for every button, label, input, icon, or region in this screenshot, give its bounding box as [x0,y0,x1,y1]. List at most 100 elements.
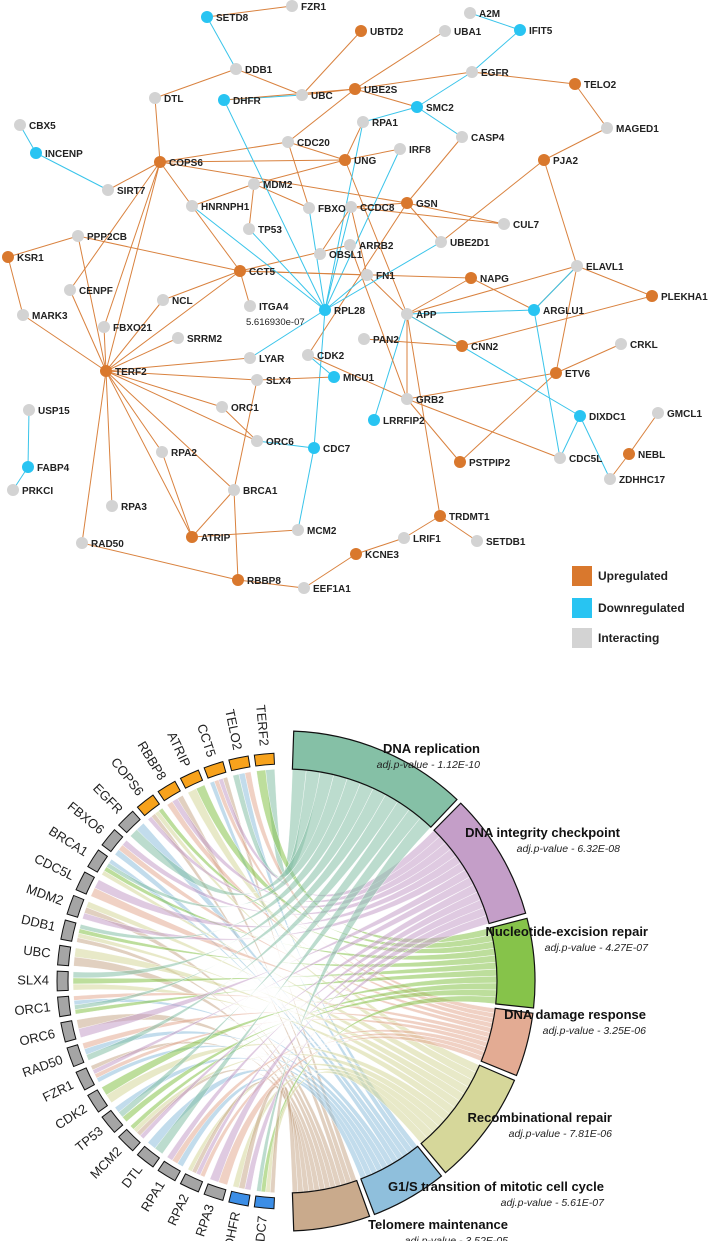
term-label-g1-s-transition-of-mitotic-cell-cycle: G1/S transition of mitotic cell cycle [388,1179,604,1194]
node-itga4: ITGA4 [244,300,289,313]
node-label-fbxo6: FBXO6 [318,204,352,215]
node-marker-incenp [30,147,42,159]
node-label-cnn2: CNN2 [471,342,499,353]
gene-arc-orc6 [60,1020,77,1043]
gene-label-dhfr: DHFR [221,1210,243,1241]
edge-ifit5-a2m [469,12,521,31]
node-rpa3: RPA3 [106,500,147,513]
edge-atrip-mcm2 [191,529,299,538]
node-gmcl1: GMCL1 [652,407,702,420]
node-fbxo6: FBXO6 [303,202,352,215]
node-napg: NAPG [465,272,509,285]
edge-ube2d1-rpl28 [324,241,442,311]
node-cdk2: CDK2 [302,349,345,362]
edge-pan2-cnn2 [363,338,463,347]
node-marker-lyar [244,352,256,364]
gene-arc-fzr1 [75,1067,96,1091]
edge-grb2-pstpip2 [406,398,461,463]
node-marker-cdc20 [282,136,294,148]
node-label-rbbp8: RBBP8 [247,576,281,587]
node-label-ccdc8: CCDC8 [360,203,395,214]
node-dtl: DTL [149,92,183,105]
edge-ddb1-ubc [235,68,303,96]
node-marker-cenpf [64,284,76,296]
node-gsn: GSN [401,197,438,210]
edge-cdc20-fbxo6 [287,141,310,209]
node-marker-ubtd2 [355,25,367,37]
gene-arc-cdk2 [87,1089,109,1113]
term-label-recombinational-repair: Recombinational repair [468,1110,612,1125]
legend-label-upregulated: Upregulated [598,569,668,583]
node-label-setd8: SETD8 [216,13,249,24]
term-label-telomere-maintenance: Telomere maintenance [368,1217,508,1232]
term-pvalue-g1-s-transition-of-mitotic-cell-cycle: adj.p-value - 5.61E-07 [501,1197,605,1209]
gene-arc-cdc7 [253,1195,275,1210]
edge-usp15-fabp4 [27,409,30,468]
node-label-itga4: ITGA4 [259,302,289,313]
node-terf2: TERF2 [100,365,147,378]
node-ubtd2: UBTD2 [355,25,404,38]
node-marker-pstpip2 [454,456,466,468]
term-pvalue-dna-damage-response: adj.p-value - 3.25E-06 [543,1025,646,1037]
gene-label-mcm2: MCM2 [87,1144,124,1182]
node-marker-setdb1 [471,535,483,547]
edge-terf2-cenpf [69,289,107,372]
node-label-fzr1: FZR1 [301,2,326,13]
node-marker-rpl28 [319,304,331,316]
edge-ung-rpa1 [344,121,364,161]
term-arc-dna-replication [291,730,458,828]
node-label-ddb1: DDB1 [245,65,273,76]
node-marker-ksr1 [2,251,14,263]
node-marker-cdc5l [554,452,566,464]
node-marker-gsn [401,197,413,209]
edge-maged1-pja2 [543,127,608,161]
node-label-cdc7: CDC7 [323,444,351,455]
node-marker-obsl1 [314,248,326,260]
gene-arc-rpa2 [179,1173,204,1193]
node-cdc7: CDC7 [308,442,351,455]
edge-terf2-orc1 [105,370,223,408]
node-marker-nebl [623,448,635,460]
node-label-cbx5: CBX5 [29,121,56,132]
edge-micu1-slx4 [256,376,335,381]
node-marker-fbxo21 [98,321,110,333]
term-label-dna-integrity-checkpoint: DNA integrity checkpoint [465,825,620,840]
edge-elavl1-app [406,265,578,315]
node-marker-slx4 [251,374,263,386]
node-ifit5: IFIT5 [514,24,553,37]
edge-rpl28-lyar [249,309,326,359]
gene-label-brca1: BRCA1 [46,823,91,859]
legend: Upregulated Downregulated Interacting [572,566,685,648]
node-lrif1: LRIF1 [398,532,441,545]
node-label-setdb1: SETDB1 [486,537,526,548]
edge-gsn-cdk2 [307,202,408,356]
node-marker-telo2 [569,78,581,90]
edge-ube2s-dhfr [223,88,356,101]
edge-brca1-rbbp8 [233,489,239,581]
node-orc1: ORC1 [216,401,259,414]
node-arrb2: ARRB2 [344,239,394,252]
node-label-arrb2: ARRB2 [359,241,394,252]
edge-cops6-hnrnph1 [159,161,193,207]
node-marker-rbbp8 [232,574,244,586]
gene-arc-rad50 [66,1044,85,1068]
node-label-pstpip2: PSTPIP2 [469,458,511,469]
node-marker-lrif1 [398,532,410,544]
edge-mdm2-hnrnph1 [191,183,255,207]
node-label-rpl28: RPL28 [334,306,366,317]
legend-swatch-downregulated [572,598,592,618]
edge-orc1-orc6 [221,406,258,442]
gene-arc-cct5 [203,761,227,779]
edge-terf2-fbxo21 [103,326,107,372]
node-label-pja2: PJA2 [553,156,578,167]
edge-gsn-ccdc8 [350,202,408,208]
edge-gsn-casp4 [406,136,463,204]
node-rad50: RAD50 [76,537,124,550]
gene-label-rad50: RAD50 [20,1052,65,1080]
edge-ube2s-cdc20 [287,88,356,143]
edge-orc6-cdc7 [256,440,315,449]
node-marker-ncl [157,294,169,306]
node-label-ifit5: IFIT5 [529,26,553,37]
edge-cops6-dtl [154,97,161,163]
gene-arc-mdm2 [66,894,85,918]
